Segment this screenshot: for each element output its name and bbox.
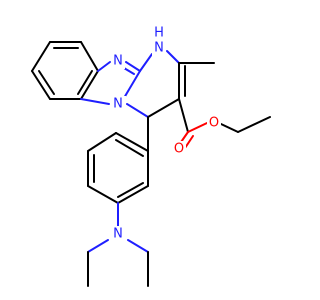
atom-h: H — [154, 26, 164, 41]
atom-n-imine: N — [113, 54, 123, 69]
bond-double-inner — [115, 139, 144, 157]
atom-n-diethylamino: N — [113, 227, 123, 242]
bond — [117, 185, 149, 204]
label-background — [152, 29, 166, 57]
bond — [115, 132, 149, 152]
atom-labels: N H N N O O N — [110, 26, 221, 242]
label-background — [111, 53, 125, 69]
bond-double-inner — [38, 70, 55, 95]
bond — [178, 98, 189, 133]
bond — [80, 98, 110, 105]
atom-n-bridgehead: N — [113, 97, 123, 112]
bond-double-inner — [123, 67, 135, 75]
bond — [31, 70, 51, 100]
bonds — [31, 41, 271, 287]
label-background — [110, 96, 126, 112]
bond-double-inner — [117, 182, 144, 198]
bond — [80, 41, 99, 72]
label-background — [207, 115, 221, 131]
bond — [237, 116, 271, 133]
bond — [80, 70, 99, 100]
bond — [87, 185, 119, 204]
bond-double-inner — [77, 70, 93, 95]
bond — [87, 132, 117, 152]
bond — [147, 98, 180, 118]
bond — [127, 239, 149, 253]
bond — [31, 41, 51, 72]
bond — [123, 70, 141, 99]
bond — [187, 122, 208, 133]
label-background — [172, 141, 186, 157]
atom-o-carbonyl: O — [174, 142, 184, 157]
bond — [220, 123, 239, 133]
bond — [97, 61, 111, 72]
atom-n-ring-nh: N — [154, 41, 164, 56]
bond — [87, 239, 109, 253]
bond — [126, 103, 149, 118]
bond — [139, 53, 153, 72]
bond — [166, 50, 180, 64]
bond — [125, 61, 141, 72]
bond-carbonyl-inner — [184, 135, 194, 149]
molecule-structure-diagram: N H N N O O N — [31, 26, 271, 287]
atom-o-ester: O — [209, 116, 219, 131]
label-background — [111, 226, 125, 242]
